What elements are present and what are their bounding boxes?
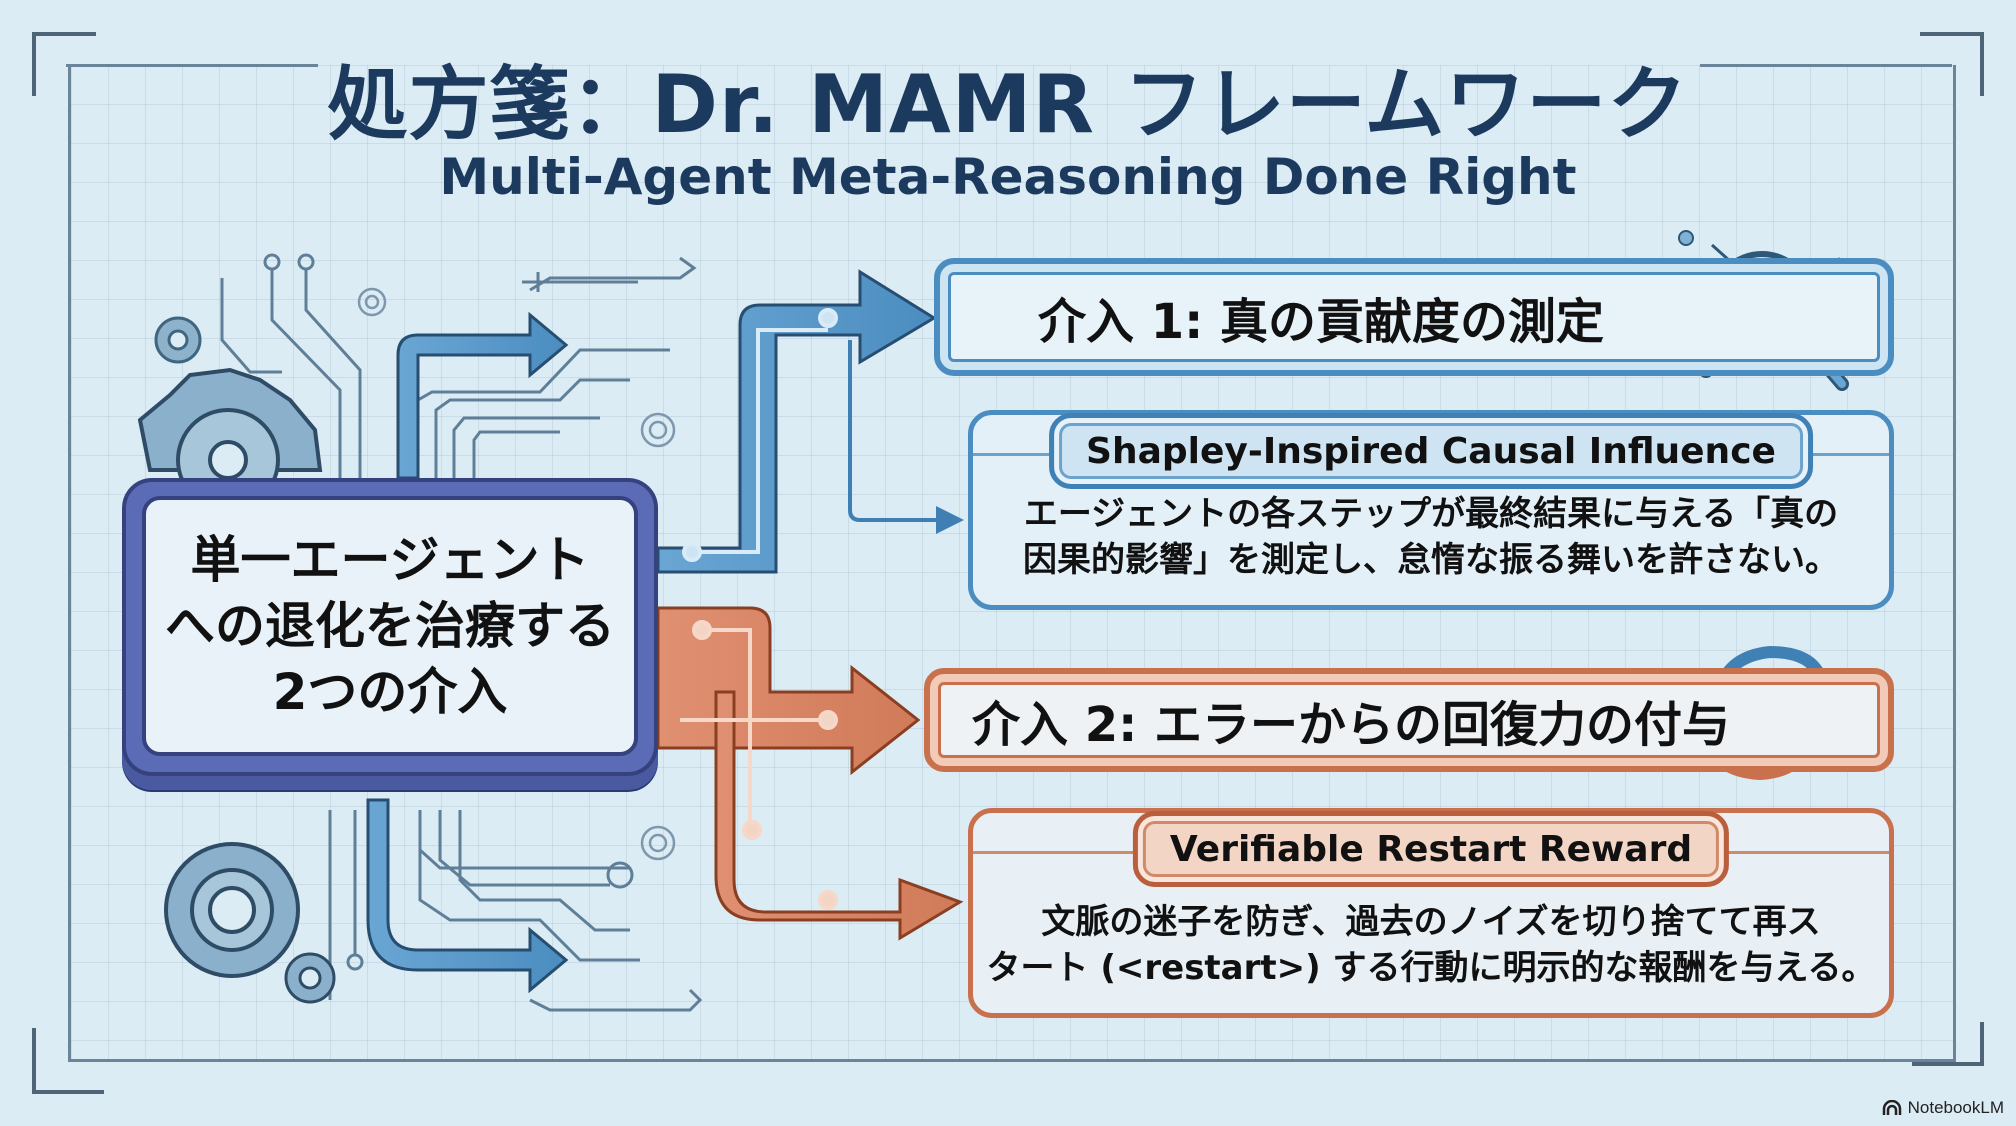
intervention-1-method-badge: Shapley-Inspired Causal Influence xyxy=(1049,413,1813,489)
notebooklm-branding: NotebookLM xyxy=(1882,1098,2004,1118)
page-subtitle: Multi-Agent Meta-Reasoning Done Right xyxy=(439,148,1577,206)
corner-bracket-top-left xyxy=(32,32,96,96)
arrow-down-branch xyxy=(366,798,569,994)
intervention-2-method: Verifiable Restart Reward xyxy=(1169,828,1693,870)
connector-to-detail-1 xyxy=(848,340,940,522)
gear-icon xyxy=(154,316,202,364)
corner-bracket-bottom-right xyxy=(1912,1022,1984,1066)
arrow-to-intervention-1 xyxy=(656,269,937,574)
central-problem-box: 単一エージェント への退化を治療する 2つの介入 xyxy=(122,478,658,776)
central-problem-inner: 単一エージェント への退化を治療する 2つの介入 xyxy=(142,496,638,756)
frame-top-left-line xyxy=(66,64,318,67)
intervention-2-method-badge: Verifiable Restart Reward xyxy=(1132,811,1730,887)
intervention-1-method: Shapley-Inspired Causal Influence xyxy=(1086,430,1776,472)
frame-top-right-line xyxy=(1700,64,1952,67)
corner-bracket-top-right xyxy=(1920,32,1984,96)
intervention-1-description: エージェントの各ステップが最終結果に与える「真の 因果的影響」を測定し、怠惰な振… xyxy=(1023,494,1839,580)
intervention-2-heading: 介入 2: エラーからの回復力の付与 xyxy=(972,697,1731,753)
large-gear-icon xyxy=(164,842,300,978)
intervention-1-detail-box: Shapley-Inspired Causal Influence エージェント… xyxy=(968,410,1894,610)
central-problem-text: 単一エージェント への退化を治療する 2つの介入 xyxy=(165,531,615,721)
circuit-lines-top xyxy=(220,253,697,478)
arrow-to-detail-2 xyxy=(714,690,964,941)
gear-icon xyxy=(284,952,336,1004)
intervention-1-heading: 介入 1: 真の貢献度の測定 xyxy=(1038,294,1605,350)
intervention-1-heading-box: 介入 1: 真の貢献度の測定 xyxy=(934,258,1894,376)
intervention-2-description: 文脈の迷子を防ぎ、過去のノイズを切り捨てて再ス タート (<restart>) … xyxy=(986,902,1876,988)
notebooklm-label: NotebookLM xyxy=(1907,1098,2004,1117)
intervention-2-detail-box: Verifiable Restart Reward 文脈の迷子を防ぎ、過去のノイ… xyxy=(968,808,1894,1018)
corner-bracket-bottom-left xyxy=(32,1028,104,1094)
notebooklm-logo-icon xyxy=(1882,1100,1901,1115)
gear-icon xyxy=(357,287,676,861)
arrow-up-branch xyxy=(396,311,569,480)
page-title: 処方箋：Dr. MAMR フレームワーク xyxy=(327,58,1689,151)
intervention-2-heading-box: 介入 2: エラーからの回復力の付与 xyxy=(924,668,1894,772)
